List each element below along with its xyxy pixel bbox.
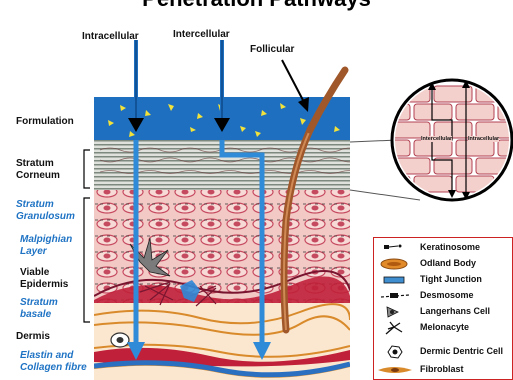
zoom-intercellular-label: Intercellular (421, 136, 452, 142)
legend-box: Keratinosome Odland Body Tight Junction … (373, 237, 513, 380)
legend-label: Tight Junction (420, 274, 482, 284)
label-elastin-collagen-1: Elastin and (20, 350, 73, 362)
label-stratum-granulosum-1: Stratum (16, 199, 54, 211)
label-formulation: Formulation (16, 116, 74, 128)
odland-body-icon (378, 257, 412, 271)
melanocyte-icon (378, 321, 412, 335)
label-stratum-corneum-1: Stratum (16, 158, 54, 170)
label-malpighian-2: Layer (20, 246, 47, 258)
keratinosome-icon (378, 241, 412, 255)
desmosome-icon (378, 289, 412, 303)
legend-label: Melonacyte (420, 322, 469, 332)
dermic-dendritic-cell-icon (378, 345, 412, 359)
fibroblast-icon (378, 363, 412, 377)
legend-label: Odland Body (420, 258, 476, 268)
label-viable-epidermis-1: Viable (20, 267, 49, 279)
legend-item-fibroblast: Fibroblast (374, 363, 513, 377)
legend-label: Desmosome (420, 290, 474, 300)
langerhans-cell-icon (378, 305, 412, 319)
legend-item-melanocyte: Melonacyte (374, 321, 513, 335)
label-stratum-basale-1: Stratum (20, 297, 58, 309)
legend-item-langerhans-cell: Langerhans Cell (374, 305, 513, 319)
layer-brackets (84, 150, 90, 322)
label-stratum-granulosum-2: Granulosum (16, 211, 75, 223)
label-malpighian-1: Malpighian (20, 234, 72, 246)
legend-item-keratinosome: Keratinosome (374, 241, 513, 255)
legend-label: Fibroblast (420, 364, 464, 374)
label-dermis: Dermis (16, 331, 50, 343)
legend-label: Langerhans Cell (420, 306, 490, 316)
tight-junction-icon (378, 273, 412, 287)
legend-label: Dermic Dentric Cell (420, 346, 503, 356)
legend-item-odland-body: Odland Body (374, 257, 513, 271)
label-stratum-basale-2: basale (20, 309, 51, 321)
label-stratum-corneum-2: Corneum (16, 170, 60, 182)
legend-item-desmosome: Desmosome (374, 289, 513, 303)
zoom-intracellular-label: Intracellular (468, 136, 499, 142)
legend-item-tight-junction: Tight Junction (374, 273, 513, 287)
label-elastin-collagen-2: Collagen fibre (20, 362, 87, 374)
legend-label: Keratinosome (420, 242, 480, 252)
legend-item-dermic-dendritic-cell: Dermic Dentric Cell (374, 345, 513, 359)
label-viable-epidermis-2: Epidermis (20, 279, 68, 291)
